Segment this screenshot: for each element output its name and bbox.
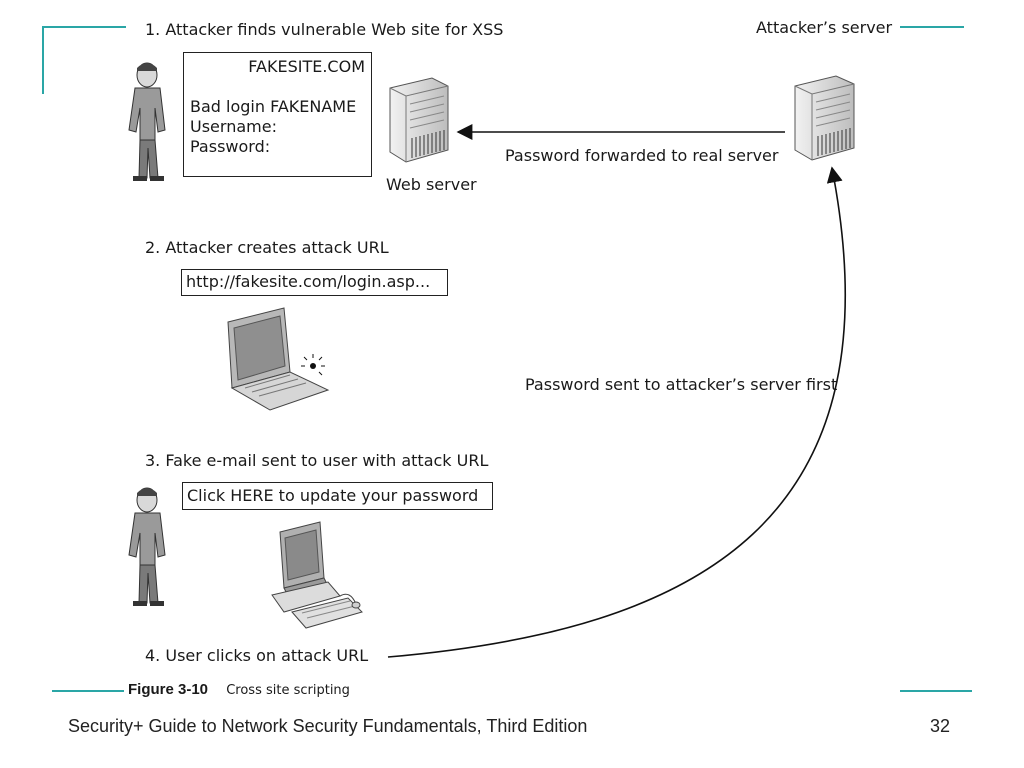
email-link-box: Click HERE to update your password [182,482,493,510]
attack-url-box: http://fakesite.com/login.asp... [181,269,448,296]
figure-number: Figure 3-10 [128,681,209,698]
web-server-icon [389,77,449,163]
footer-book-title: Security+ Guide to Network Security Fund… [68,716,588,736]
figure-title: Cross site scripting [226,683,350,698]
frame-top-right-line [900,26,964,28]
forwarded-label: Password forwarded to real server [505,146,779,165]
email-link-text: Click HERE to update your password [187,486,479,505]
step-2-label: 2. Attacker creates attack URL [145,238,389,257]
web-server-label: Web server [386,175,477,194]
laptop-icon [227,307,330,411]
attacker-server-icon [794,75,855,161]
attacker-person-icon [128,62,166,181]
sent-first-arrow [387,166,847,658]
fake-login-box: FAKESITE.COM Bad login FAKENAME Username… [183,52,372,177]
fake-login-username-label: Username: [190,117,277,136]
user-person-icon [128,487,166,606]
attack-url-text: http://fakesite.com/login.asp... [186,272,431,291]
step-4-label: 4. User clicks on attack URL [145,646,369,665]
footer-page-number: 32 [930,716,951,736]
sent-first-label: Password sent to attacker’s server first [525,375,838,394]
frame-bottom-right-line [900,690,972,692]
desktop-computer-icon [271,521,363,629]
frame-corner-top-left-horizontal [42,26,126,28]
attacker-server-label: Attacker’s server [756,18,893,37]
figure-caption: Figure 3-10 Cross site scripting [128,679,350,698]
step-3-label: 3. Fake e-mail sent to user with attack … [145,451,489,470]
step-1-label: 1. Attacker finds vulnerable Web site fo… [145,20,504,39]
fake-login-site: FAKESITE.COM [248,57,365,76]
frame-corner-top-left-vertical [42,26,44,94]
frame-bottom-left-line [52,690,124,692]
fake-login-message: Bad login FAKENAME [190,97,357,116]
fake-login-password-label: Password: [190,137,271,156]
